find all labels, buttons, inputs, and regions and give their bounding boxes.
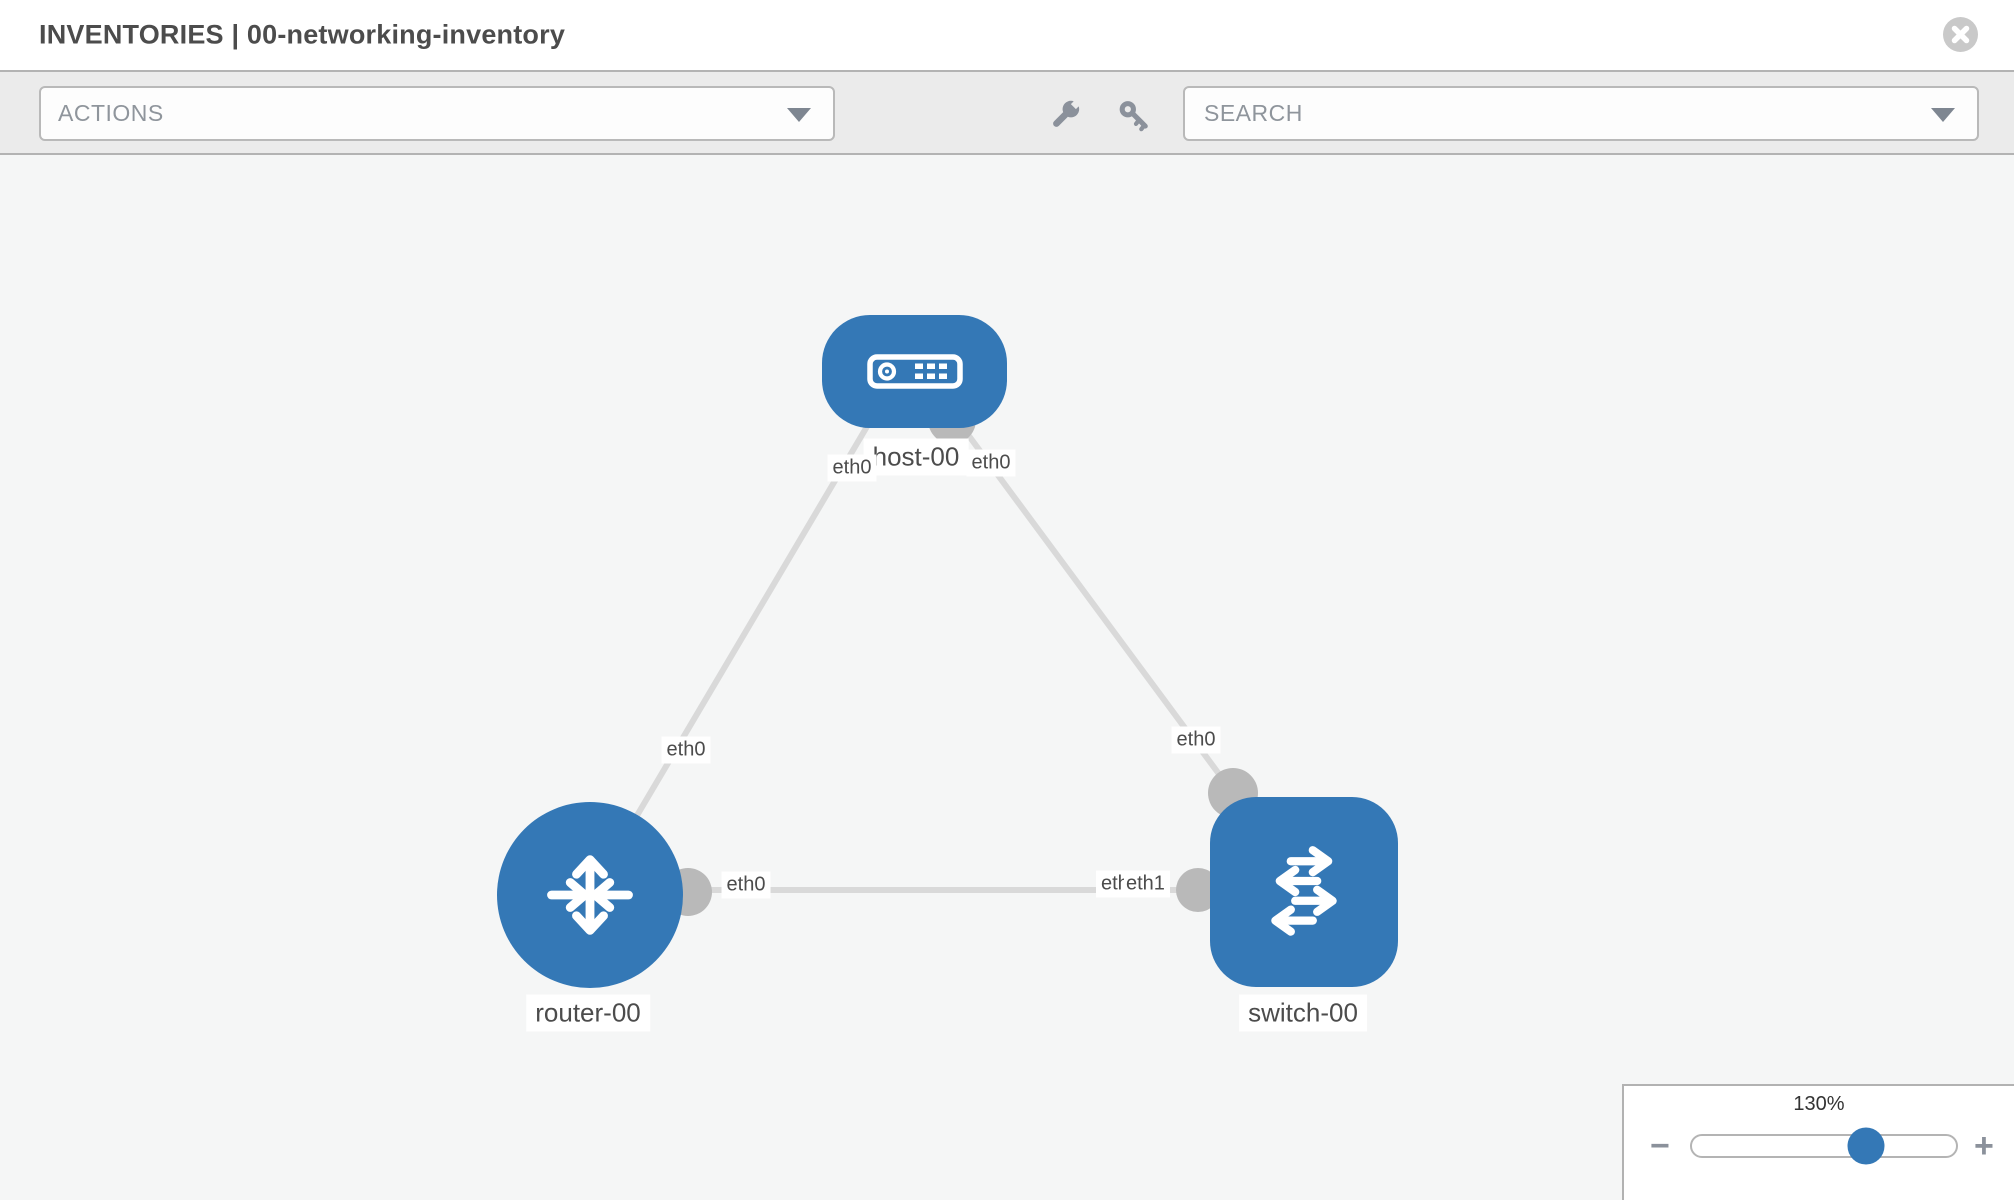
actions-dropdown[interactable]: ACTIONS xyxy=(39,86,835,141)
node-host[interactable] xyxy=(822,315,1007,428)
interface-label-switch-eth1-to-router: eth1 xyxy=(1124,870,1170,898)
node-label-router: router-00 xyxy=(526,994,650,1032)
actions-dropdown-label: ACTIONS xyxy=(58,100,164,126)
zoom-in-button[interactable]: + xyxy=(1974,1127,1994,1165)
zoom-slider-knob[interactable] xyxy=(1847,1127,1885,1165)
interface-label-router-eth0-to-switch: eth0 xyxy=(721,871,771,899)
chevron-down-icon xyxy=(787,107,811,122)
wrench-icon xyxy=(1053,96,1084,127)
close-icon xyxy=(1943,17,1978,52)
configure-button[interactable] xyxy=(1046,96,1084,134)
chevron-down-icon xyxy=(1931,107,1955,122)
credentials-button[interactable] xyxy=(1116,98,1152,134)
interface-label-host-eth0-to-router: eth0 xyxy=(827,454,877,482)
topology-edges xyxy=(587,396,1258,916)
node-label-host: host-00 xyxy=(863,438,969,476)
port-switch-left xyxy=(1176,868,1220,912)
zoom-slider-row: − + xyxy=(1624,1126,2014,1166)
search-input[interactable] xyxy=(1202,99,1917,128)
close-button[interactable] xyxy=(1943,17,1978,52)
node-router[interactable] xyxy=(497,802,683,988)
topology-canvas[interactable]: host-00 router-00 switch-00 eth0 eth0 et… xyxy=(0,155,2014,1200)
zoom-level: 130% xyxy=(1793,1093,1845,1115)
toolbar: ACTIONS xyxy=(0,70,2014,155)
zoom-slider[interactable] xyxy=(1690,1127,1958,1165)
server-icon xyxy=(866,354,963,389)
interface-label-host-eth0-to-switch: eth0 xyxy=(966,449,1016,477)
key-icon xyxy=(1119,101,1148,132)
zoom-out-button[interactable]: − xyxy=(1650,1127,1670,1165)
router-icon xyxy=(547,855,633,935)
switch-icon xyxy=(1271,846,1337,936)
interface-label-router-eth0-to-host: eth0 xyxy=(661,736,711,764)
page-title: INVENTORIES | 00-networking-inventory xyxy=(39,19,566,50)
interface-label-switch-eth0-to-host: eth0 xyxy=(1171,726,1221,754)
search-box[interactable] xyxy=(1183,86,1979,141)
zoom-panel: 130% − + xyxy=(1622,1084,2014,1200)
header: INVENTORIES | 00-networking-inventory xyxy=(0,0,2014,70)
node-label-switch: switch-00 xyxy=(1239,994,1367,1032)
node-switch[interactable] xyxy=(1210,797,1398,987)
